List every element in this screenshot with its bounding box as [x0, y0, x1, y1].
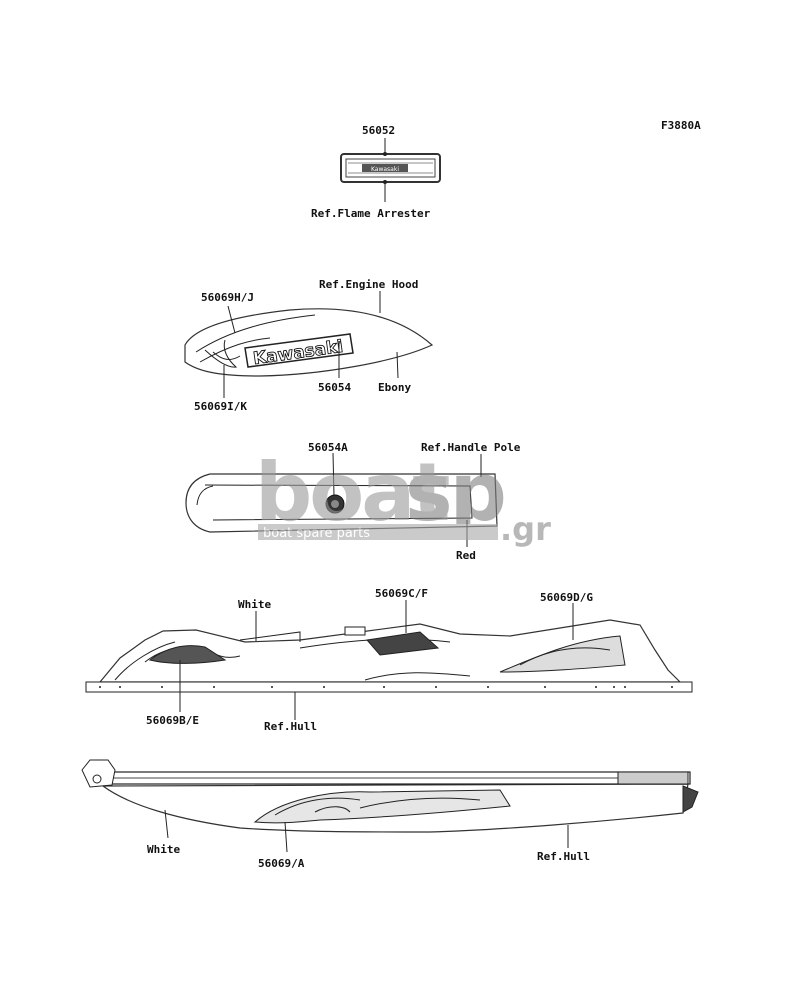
arrester-plate-text: Kawasaki [371, 166, 399, 173]
label-56069ik: 56069I/K [194, 400, 247, 413]
label-56069a: 56069/A [258, 857, 305, 870]
engine-hood-decal: Kawasaki [184, 308, 434, 377]
watermark-brand-1: boat [255, 446, 449, 539]
watermark-brand-2: sp [405, 446, 504, 539]
label-white-1: White [238, 598, 271, 611]
hull-rivet-row [99, 686, 673, 688]
watermark-tagline: boat spare parts [263, 526, 370, 541]
flame-arrester-decal: Kawasaki [340, 153, 441, 183]
hull-bottom-view [81, 759, 699, 833]
label-ref-engine-hood: Ref.Engine Hood [319, 278, 418, 291]
label-ref-hull-1: Ref.Hull [264, 720, 317, 733]
figure-code: F3880A [661, 119, 701, 132]
label-56069hj: 56069H/J [201, 291, 254, 304]
label-56052: 56052 [362, 124, 395, 137]
label-red: Red [456, 549, 476, 562]
label-56069dg: 56069D/G [540, 591, 593, 604]
label-ebony: Ebony [378, 381, 411, 394]
label-ref-handle-pole: Ref.Handle Pole [421, 441, 521, 454]
label-56054a: 56054A [308, 441, 348, 454]
hull-side-view [85, 619, 693, 693]
watermark-logo: boat sp .gr boat spare parts [255, 446, 551, 548]
label-56054: 56054 [318, 381, 351, 394]
handle-pole-decal [185, 473, 498, 533]
bow-eye-icon [92, 774, 102, 784]
label-ref-hull-2: Ref.Hull [537, 850, 590, 863]
label-white-2: White [147, 843, 180, 856]
label-56069cf: 56069C/F [375, 587, 428, 600]
watermark-suffix: .gr [500, 510, 551, 548]
label-ref-flame-arrester: Ref.Flame Arrester [311, 207, 431, 220]
label-56069be: 56069B/E [146, 714, 199, 727]
